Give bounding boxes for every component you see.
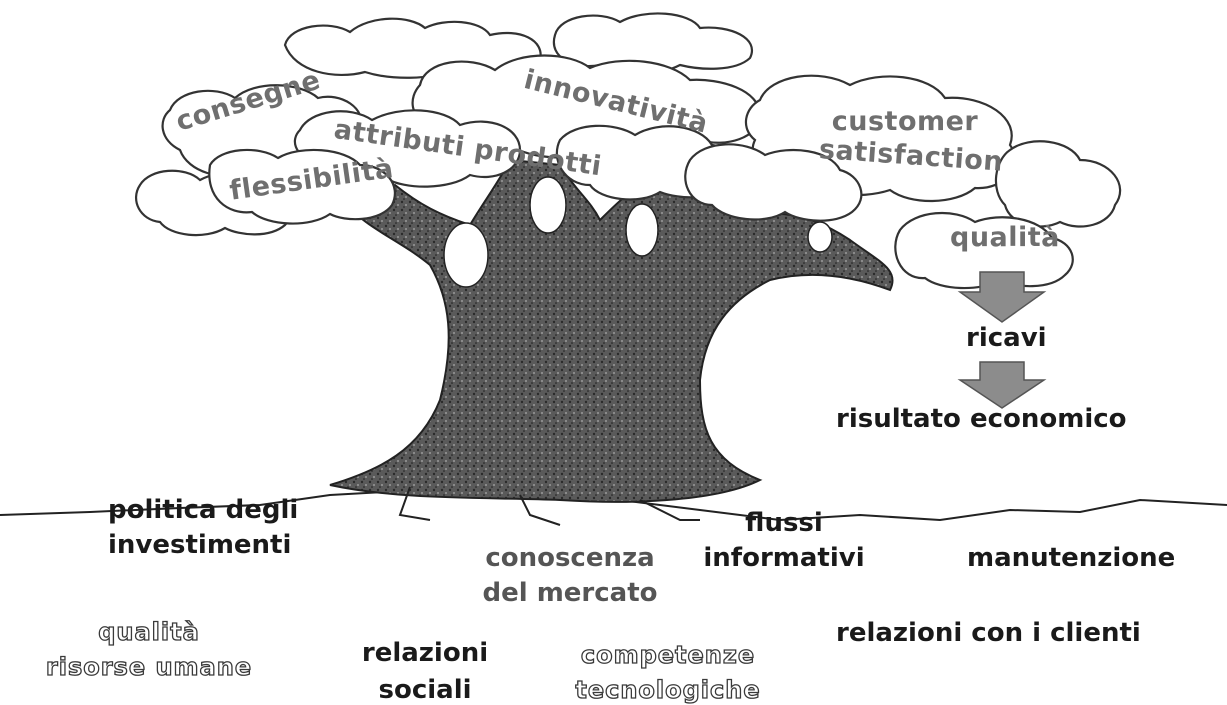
trunk-hollow bbox=[625, 203, 659, 257]
tree-root bbox=[398, 486, 431, 521]
label-risultato-economico: risultato economico bbox=[836, 404, 1127, 434]
label-relazioni-sociali: relazioni sociali bbox=[330, 638, 520, 705]
label-flussi-line2: informativi bbox=[703, 543, 865, 574]
tree-root bbox=[639, 499, 700, 521]
label-manutenzione: manutenzione bbox=[967, 543, 1176, 573]
cloud bbox=[208, 148, 396, 225]
cloud bbox=[994, 140, 1122, 228]
canopy-clouds bbox=[134, 12, 1122, 290]
label-competenze-tecnologiche: competenze tecnologiche bbox=[548, 641, 788, 705]
label-flussi-line1: flussi bbox=[745, 508, 823, 538]
label-relazioni-clienti: relazioni con i clienti bbox=[836, 618, 1141, 648]
arrow-down-icon bbox=[957, 271, 1047, 323]
trunk-hollow bbox=[443, 222, 489, 288]
cloud bbox=[684, 143, 863, 222]
label-conoscenza-line2: del mercato bbox=[482, 578, 658, 609]
trunk-hollow bbox=[807, 221, 833, 253]
label-flussi-informativi: flussi informativi bbox=[684, 508, 884, 574]
label-politica-line1: politica degli bbox=[108, 495, 299, 525]
label-competenze-line1: competenze bbox=[580, 641, 756, 669]
arrow-down-icon bbox=[957, 361, 1047, 409]
label-relazioni-sociali-line2: sociali bbox=[378, 675, 472, 705]
label-qualita-risorse-line1: qualità bbox=[98, 618, 200, 646]
label-qualita-canopy: qualità bbox=[950, 222, 1060, 253]
label-politica-investimenti: politica degli investimenti bbox=[108, 495, 299, 561]
label-competenze-line2: tecnologiche bbox=[575, 676, 761, 705]
label-qualita-risorse-umane: qualità risorse umane bbox=[14, 618, 284, 682]
cloud bbox=[894, 211, 1074, 290]
label-customer-line1: customer bbox=[831, 106, 979, 137]
trunk-hollow bbox=[529, 176, 567, 234]
label-customer-satisfaction: customer satisfaction bbox=[818, 106, 1004, 178]
label-conoscenza-line1: conoscenza bbox=[485, 543, 655, 573]
label-politica-line2: investimenti bbox=[108, 530, 292, 561]
label-relazioni-sociali-line1: relazioni bbox=[361, 638, 489, 668]
label-ricavi: ricavi bbox=[966, 323, 1047, 353]
tree-root bbox=[519, 494, 561, 526]
label-conoscenza-mercato: conoscenza del mercato bbox=[462, 543, 678, 609]
label-qualita-risorse-line2: risorse umane bbox=[45, 653, 253, 682]
